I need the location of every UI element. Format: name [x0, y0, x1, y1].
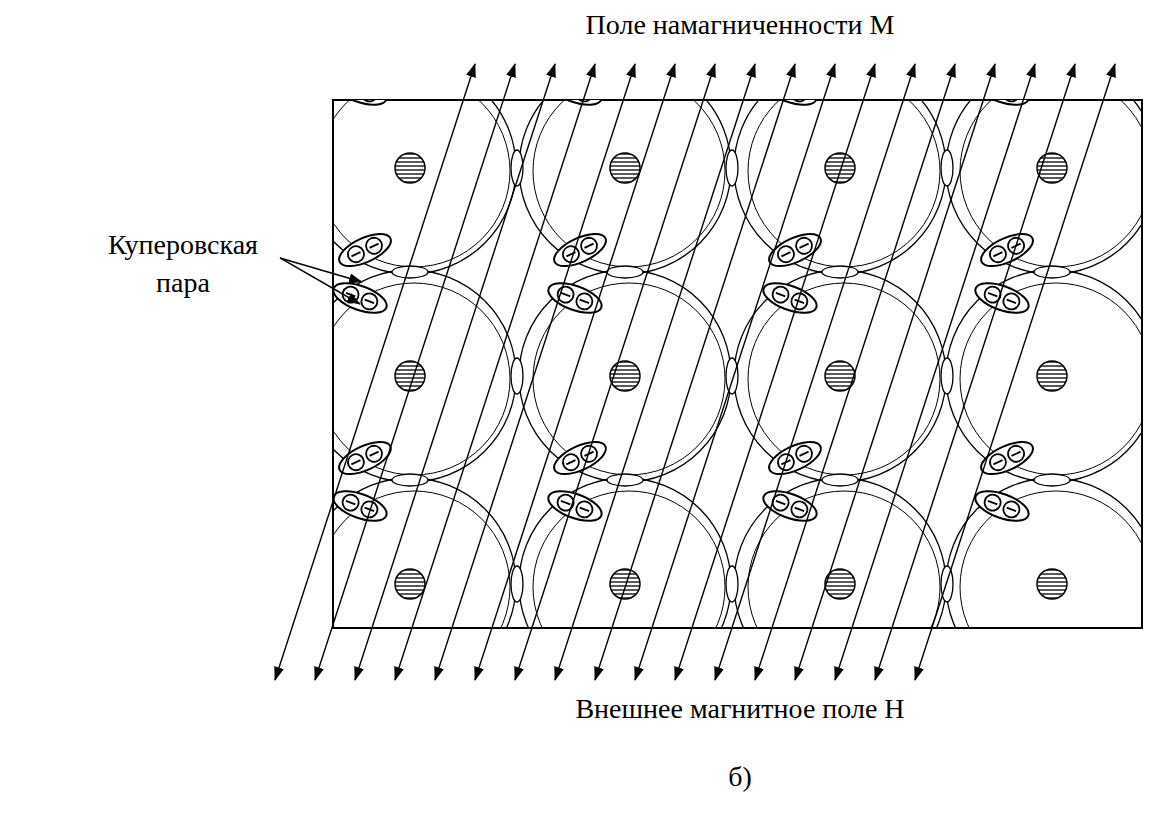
lattice-ion — [1037, 361, 1067, 391]
field-line — [435, 64, 635, 680]
field-line — [715, 64, 915, 680]
lattice-ion — [610, 569, 640, 599]
lattice — [333, 100, 1142, 628]
cooper-pair — [545, 100, 606, 111]
field-label: Поле намагниченности M — [490, 6, 990, 44]
orbit-overlap — [607, 266, 643, 278]
leader-line — [280, 258, 360, 304]
lattice-ion — [1037, 569, 1067, 599]
electron-orbit — [960, 283, 1142, 475]
orbit-overlap — [726, 566, 738, 602]
field-lines — [275, 64, 1115, 680]
orbit-overlap — [941, 358, 953, 394]
field-line — [475, 64, 675, 680]
electron-orbit — [333, 100, 516, 274]
electron-orbit — [333, 270, 516, 482]
orbit-overlap — [1034, 266, 1070, 278]
orbit-overlap — [726, 358, 738, 394]
field-line — [915, 64, 1115, 680]
field-line — [835, 64, 1035, 680]
lattice-ion — [395, 569, 425, 599]
field-label: Внешнее магнитное поле H — [470, 690, 1010, 728]
field-line — [555, 64, 755, 680]
field-line — [755, 64, 955, 680]
cooper-pair — [545, 485, 606, 527]
cooper-pair — [335, 435, 396, 480]
orbit-overlap — [511, 358, 523, 394]
field-line — [395, 64, 595, 680]
cooper-pair — [972, 485, 1033, 527]
field-line — [315, 64, 515, 680]
cooper-pair — [977, 435, 1038, 480]
cooper-pair — [550, 435, 611, 480]
lattice-ion — [610, 361, 640, 391]
electron-orbit — [734, 100, 946, 274]
electron-orbit — [533, 283, 725, 475]
field-line — [595, 64, 795, 680]
cooper-pair — [333, 485, 390, 527]
cooper-pair — [765, 227, 826, 272]
field-line — [355, 64, 555, 680]
leader-line — [280, 258, 362, 282]
cooper-pair — [333, 100, 390, 111]
cooper-pair — [760, 277, 821, 319]
electron-orbit — [533, 100, 725, 267]
electron-orbit — [946, 478, 1142, 628]
electron-orbit — [946, 270, 1142, 482]
field-line — [515, 64, 715, 680]
orbit-overlap — [607, 474, 643, 486]
callout-label: Куперовская пара — [88, 226, 278, 302]
cooper-pair — [335, 227, 396, 272]
lattice-ion — [610, 153, 640, 183]
field-line — [275, 64, 475, 680]
leader-lines — [280, 258, 362, 304]
orbit-overlap — [392, 266, 428, 278]
electron-orbit — [519, 270, 731, 482]
field-line — [795, 64, 995, 680]
lattice-ion — [825, 153, 855, 183]
electron-orbit — [734, 478, 946, 628]
orbit-overlap — [511, 566, 523, 602]
orbit-overlap — [941, 150, 953, 186]
orbit-overlap — [822, 474, 858, 486]
figure-caption: б) — [640, 758, 840, 796]
orbit-overlap — [726, 150, 738, 186]
field-line — [675, 64, 875, 680]
field-line — [875, 64, 1075, 680]
lattice-ion — [395, 153, 425, 183]
cooper-pair — [760, 100, 821, 111]
cooper-pair — [977, 227, 1038, 272]
cooper-pair — [333, 277, 390, 319]
electron-orbit — [734, 270, 946, 482]
cooper-pair — [765, 435, 826, 480]
cooper-pair — [972, 277, 1033, 319]
field-line — [635, 64, 835, 680]
orbit-overlap — [392, 474, 428, 486]
orbit-overlap — [1034, 474, 1070, 486]
electron-orbit — [519, 100, 731, 274]
orbit-overlap — [822, 266, 858, 278]
electron-orbit — [333, 478, 516, 628]
electron-orbit — [960, 100, 1142, 267]
